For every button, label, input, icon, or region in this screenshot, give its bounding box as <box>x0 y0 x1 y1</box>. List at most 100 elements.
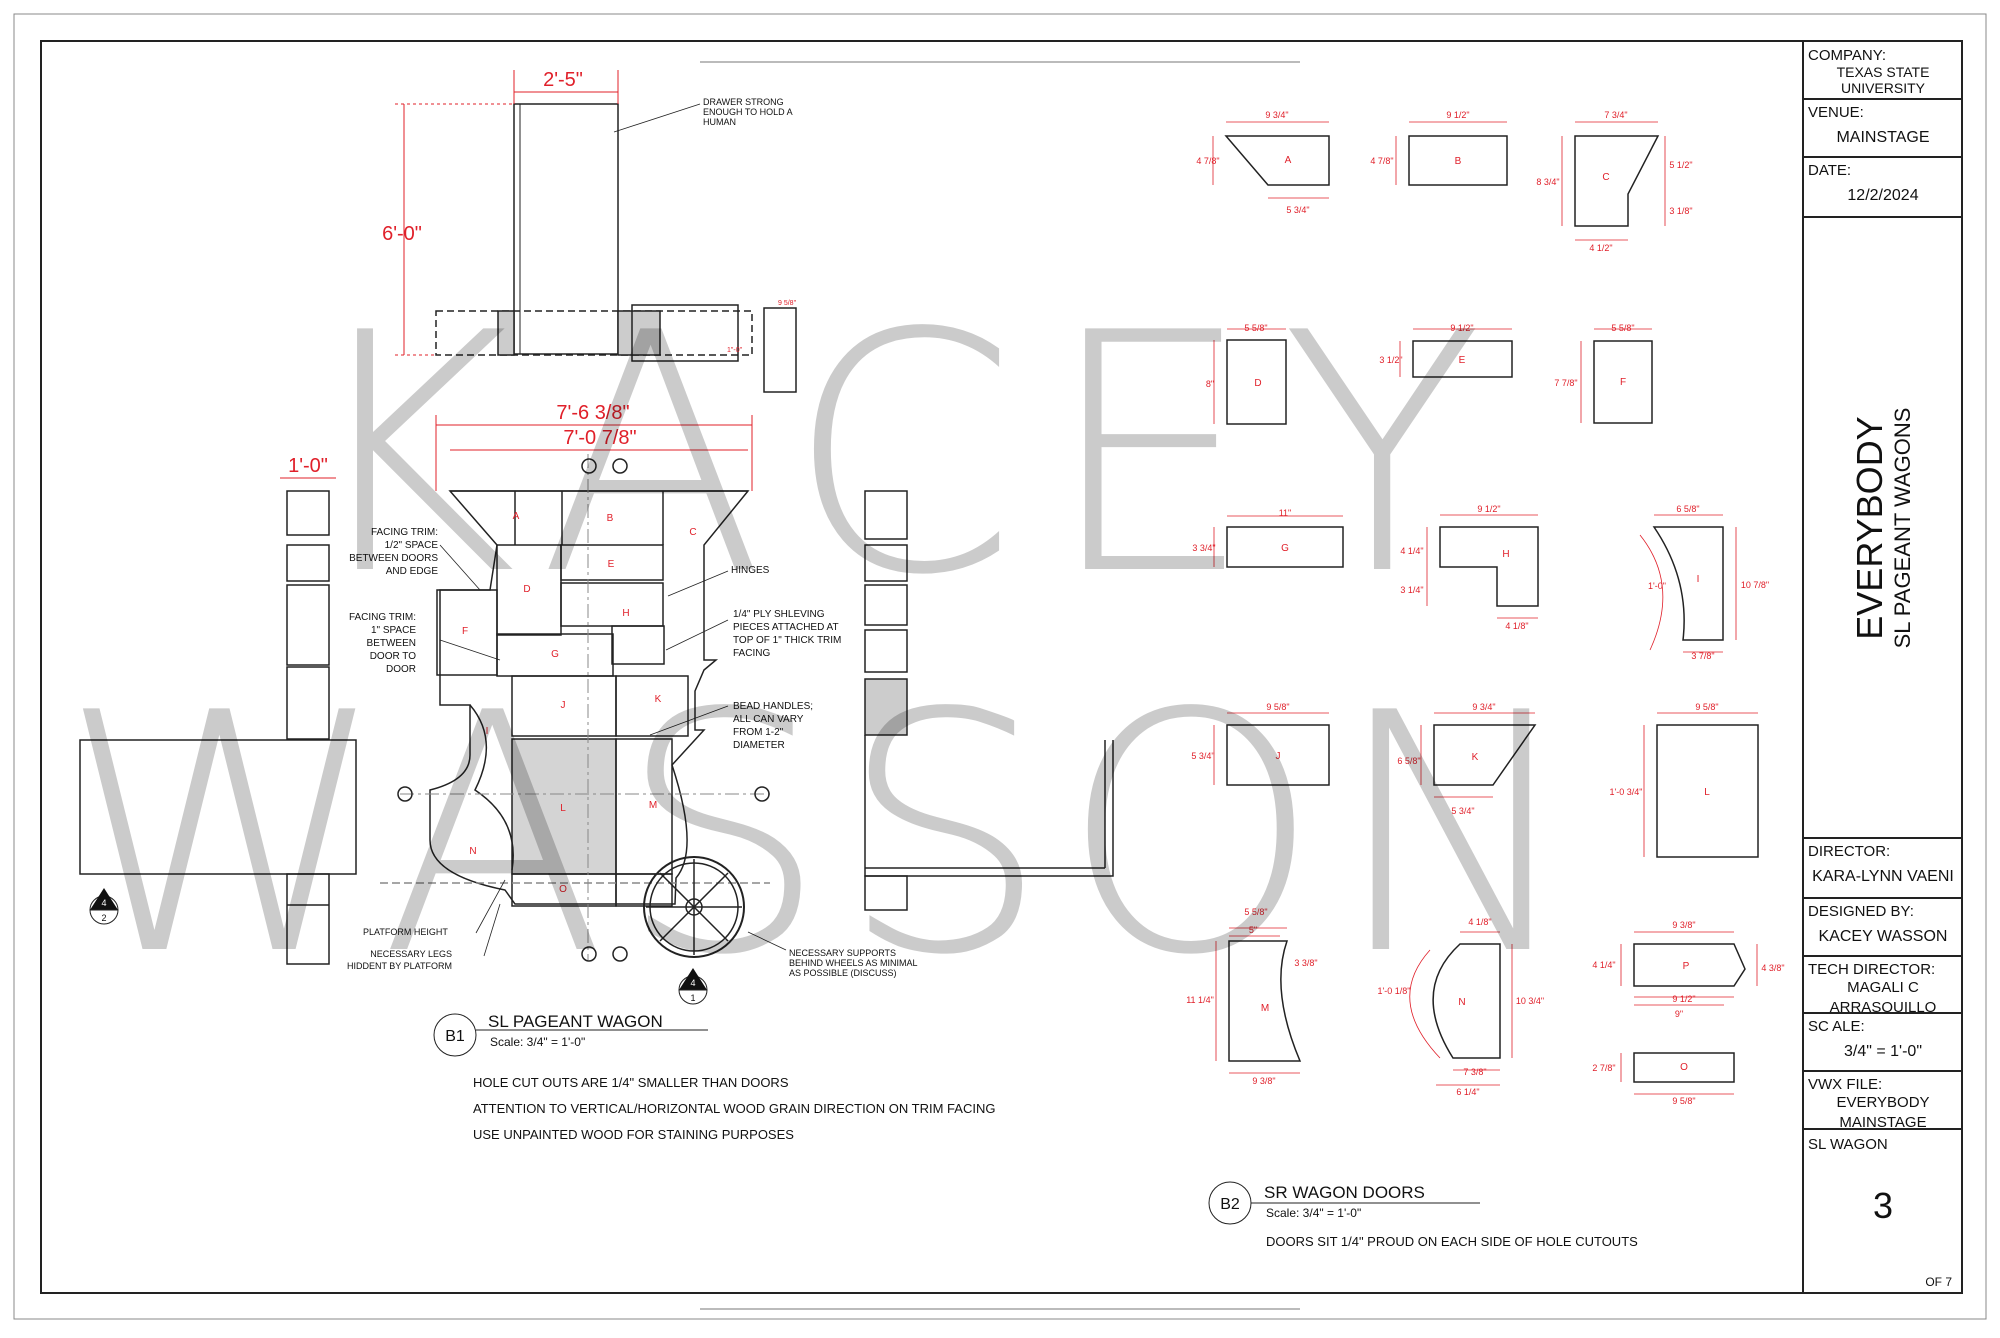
scale-value: 3/4" = 1'-0" <box>1843 1043 1922 1060</box>
door-shape-k <box>1433 724 1537 786</box>
door-shape-b <box>1408 135 1508 186</box>
b2-title: SR WAGON DOORS <box>1264 1183 1425 1202</box>
svg-text:9 5/8": 9 5/8" <box>1266 702 1289 712</box>
door-shape-n <box>1432 943 1501 1059</box>
tb-tech-director: TECH DIRECTOR: MAGALI C ARRASQUILLO <box>1804 957 1962 1014</box>
b1-door-k: K <box>655 694 662 705</box>
b2-tag: B2 <box>1220 1196 1240 1213</box>
svg-text:9 3/4": 9 3/4" <box>1265 110 1288 120</box>
b2-scale: Scale: 3/4" = 1'-0" <box>1266 1206 1361 1220</box>
svg-text:3 3/4": 3 3/4" <box>1192 543 1215 553</box>
door-shape-j <box>1226 724 1330 786</box>
tb-company: COMPANY: TEXAS STATE UNIVERSITY <box>1804 43 1962 100</box>
dim-height: 6'-0" <box>382 223 422 245</box>
svg-text:9 1/2": 9 1/2" <box>1446 110 1469 120</box>
b2-door-f: F <box>1620 377 1626 388</box>
b2-door-letters: A B C D E F G H I J K L M N P O <box>1254 155 1710 1073</box>
b2-door-b: B <box>1455 156 1462 167</box>
b1-elevation <box>79 103 1114 965</box>
callout-hinges: HINGES <box>731 565 770 576</box>
designer-value: KACEY WASSON <box>1818 928 1948 945</box>
callout-facing-trim-2: FACING TRIM: 1" SPACE BETWEEN DOOR TO DO… <box>348 612 416 675</box>
svg-text:1'-0 3/4": 1'-0 3/4" <box>1610 787 1643 797</box>
b1-leaders <box>439 103 787 957</box>
svg-text:6 1/4": 6 1/4" <box>1456 1087 1479 1097</box>
dim-top-width: 2'-5" <box>543 69 583 91</box>
callout-drawer: DRAWER STRONG ENOUGH TO HOLD A HUMAN <box>703 97 793 127</box>
b2-door-shapes <box>1224 135 1759 1083</box>
b1-door-b: B <box>607 513 614 524</box>
callout-supports: NECESSARY SUPPORTS BEHIND WHEELS AS MINI… <box>789 948 918 978</box>
svg-text:9 3/8": 9 3/8" <box>1672 920 1695 930</box>
svg-text:9 1/2": 9 1/2" <box>1450 323 1473 333</box>
company-value: TEXAS STATE UNIVERSITY <box>1836 64 1930 96</box>
door-shape-g <box>1226 526 1344 568</box>
svg-text:9": 9" <box>1675 1009 1683 1019</box>
b1-title-block: B1 SL PAGEANT WAGON Scale: 3/4" = 1'-0" <box>433 1012 708 1057</box>
b1-note-1: HOLE CUT OUTS ARE 1/4" SMALLER THAN DOOR… <box>473 1075 789 1090</box>
svg-text:5 1/2": 5 1/2" <box>1669 160 1692 170</box>
door-shape-f <box>1593 340 1653 424</box>
svg-text:3 3/8": 3 3/8" <box>1294 958 1317 968</box>
sheet-of: OF 7 <box>1925 1275 1952 1289</box>
b1-dimension-labels: 2'-5" 6'-0" 7'-6 3/8" 7'-0 7/8" 1'-0" 9 … <box>288 69 796 477</box>
svg-text:4: 4 <box>690 978 695 988</box>
b1-door-n: N <box>469 846 476 857</box>
date-value: 12/2/2024 <box>1847 187 1919 204</box>
tb-sheet: SL WAGON 3 OF 7 <box>1804 1130 1962 1293</box>
door-shape-d <box>1226 339 1287 425</box>
svg-text:3 1/2": 3 1/2" <box>1379 355 1402 365</box>
svg-text:10 7/8": 10 7/8" <box>1741 580 1769 590</box>
svg-text:9 5/8": 9 5/8" <box>1672 1096 1695 1106</box>
b1-door-i: I <box>486 726 489 737</box>
svg-text:8": 8" <box>1206 379 1214 389</box>
b1-dimensions <box>280 70 753 491</box>
svg-text:9 1/2": 9 1/2" <box>1477 504 1500 514</box>
dim-inner-width: 7'-0 7/8" <box>563 427 636 449</box>
tb-scale: SC ALE: 3/4" = 1'-0" <box>1804 1014 1962 1072</box>
svg-text:3 1/8": 3 1/8" <box>1669 206 1692 216</box>
svg-text:7 3/8": 7 3/8" <box>1463 1067 1486 1077</box>
b1-door-a: A <box>513 511 520 522</box>
svg-text:8 3/4": 8 3/4" <box>1536 177 1559 187</box>
show-title: EVERYBODY <box>1849 415 1890 640</box>
svg-text:3 1/4": 3 1/4" <box>1400 585 1423 595</box>
svg-text:4 7/8": 4 7/8" <box>1370 156 1393 166</box>
svg-text:2 7/8": 2 7/8" <box>1592 1063 1615 1073</box>
callout-facing-trim-1: FACING TRIM: 1/2" SPACE BETWEEN DOORS AN… <box>349 527 438 577</box>
callout-platform: PLATFORM HEIGHT <box>363 927 448 937</box>
director-value: KARA-LYNN VAENI <box>1812 868 1954 885</box>
b2-door-j: J <box>1276 751 1281 762</box>
sheet-number: 3 <box>1872 1185 1894 1226</box>
dim-side-width: 1'-0" <box>288 455 328 477</box>
watermark-line-1: KACEY <box>300 263 1512 647</box>
b2-door-g: G <box>1281 543 1289 554</box>
svg-text:6 5/8": 6 5/8" <box>1676 504 1699 514</box>
b1-door-g: G <box>551 649 559 660</box>
tb-venue: VENUE: MAINSTAGE <box>1804 100 1962 158</box>
door-shape-c <box>1574 135 1660 227</box>
svg-text:2: 2 <box>101 913 106 923</box>
b1-scale: Scale: 3/4" = 1'-0" <box>490 1035 585 1049</box>
b2-note: DOORS SIT 1/4" PROUD ON EACH SIDE OF HOL… <box>1266 1234 1638 1249</box>
b2-dimension-lines <box>1212 121 1758 1095</box>
svg-text:4 7/8": 4 7/8" <box>1196 156 1219 166</box>
svg-text:1'-0": 1'-0" <box>1648 581 1666 591</box>
svg-text:7 7/8": 7 7/8" <box>1554 378 1577 388</box>
b2-door-o: O <box>1680 1062 1688 1073</box>
sheet-name: SL WAGON <box>1808 1136 1888 1153</box>
tb-vwx: VWX FILE: EVERYBODY MAINSTAGE <box>1804 1072 1962 1130</box>
b2-dimension-labels: 9 3/4" 4 7/8" 5 3/4" 9 1/2" 4 7/8" 7 3/4… <box>1186 110 1784 1106</box>
tb-date: DATE: 12/2/2024 <box>1804 158 1962 218</box>
b2-door-m: M <box>1261 1003 1269 1014</box>
svg-text:4 1/8": 4 1/8" <box>1505 621 1528 631</box>
svg-text:4 1/8": 4 1/8" <box>1468 917 1491 927</box>
door-shape-a <box>1224 135 1330 186</box>
svg-text:11 1/4": 11 1/4" <box>1186 995 1214 1005</box>
b1-note-2: ATTENTION TO VERTICAL/HORIZONTAL WOOD GR… <box>473 1101 995 1116</box>
show-subtitle: SL PAGEANT WAGONS <box>1890 407 1915 648</box>
svg-text:1: 1 <box>690 993 695 1003</box>
svg-text:9 3/4": 9 3/4" <box>1472 702 1495 712</box>
